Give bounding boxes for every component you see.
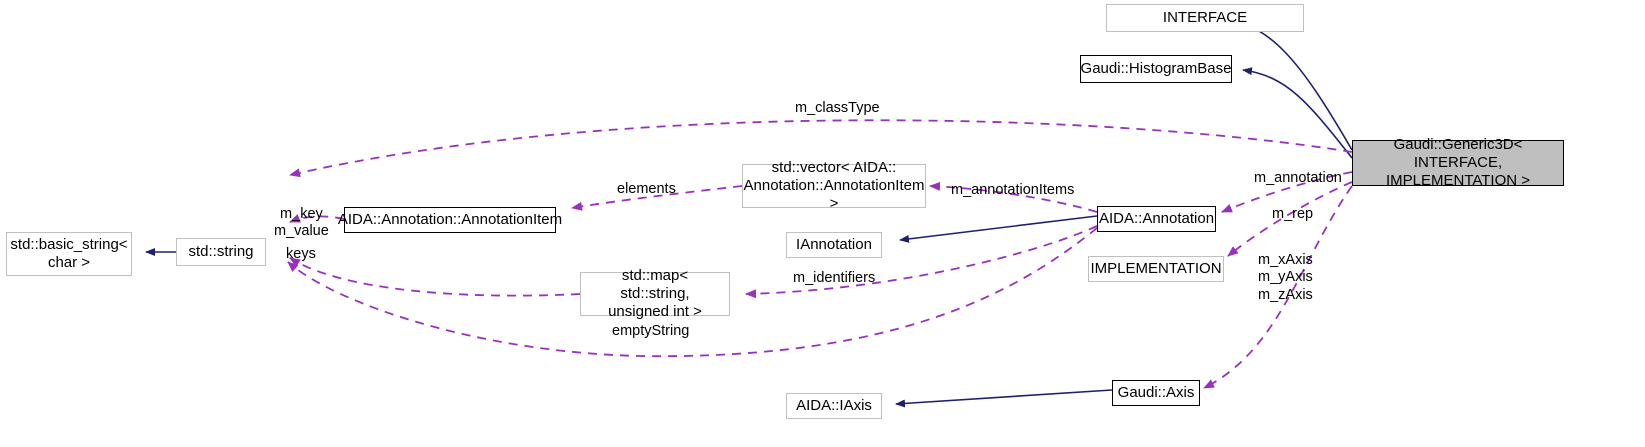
edge-label-m-key-m-value: m_key m_value <box>274 206 329 240</box>
node-aida-iaxis[interactable]: AIDA::IAxis <box>786 393 882 419</box>
node-implementation[interactable]: IMPLEMENTATION <box>1088 256 1224 282</box>
edge-label-m-rep: m_rep <box>1272 206 1314 222</box>
node-vector-annotation-item[interactable]: std::vector< AIDA:: Annotation::Annotati… <box>742 158 926 213</box>
node-generic3d[interactable]: Gaudi::Generic3D< INTERFACE, IMPLEMENTAT… <box>1352 136 1564 189</box>
node-gaudi-axis[interactable]: Gaudi::Axis <box>1112 380 1200 406</box>
edge-label-m-class-type: m_classType <box>795 100 880 116</box>
node-basic-string[interactable]: std::basic_string< char > <box>6 232 132 276</box>
edge-label-empty-string: emptyString <box>612 323 690 339</box>
node-annotation-item[interactable]: AIDA::Annotation::AnnotationItem <box>338 207 562 233</box>
edge-label-keys: keys <box>286 246 316 262</box>
node-std-map[interactable]: std::map< std::string, unsigned int > <box>580 267 730 320</box>
edge-label-elements: elements <box>617 181 676 197</box>
node-iannotation[interactable]: IAnnotation <box>786 232 882 258</box>
edge-label-m-annotation-items: m_annotationItems <box>951 182 1075 198</box>
edge-label-m-annotation: m_annotation <box>1254 170 1342 186</box>
node-aida-annotation[interactable]: AIDA::Annotation <box>1097 206 1216 232</box>
node-std-string[interactable]: std::string <box>176 238 266 266</box>
node-histogram-base[interactable]: Gaudi::HistogramBase <box>1080 55 1232 83</box>
node-interface[interactable]: INTERFACE <box>1106 4 1304 32</box>
edge-label-axes: m_xAxis m_yAxis m_zAxis <box>1258 252 1313 303</box>
edge-label-m-identifiers: m_identifiers <box>793 270 876 286</box>
